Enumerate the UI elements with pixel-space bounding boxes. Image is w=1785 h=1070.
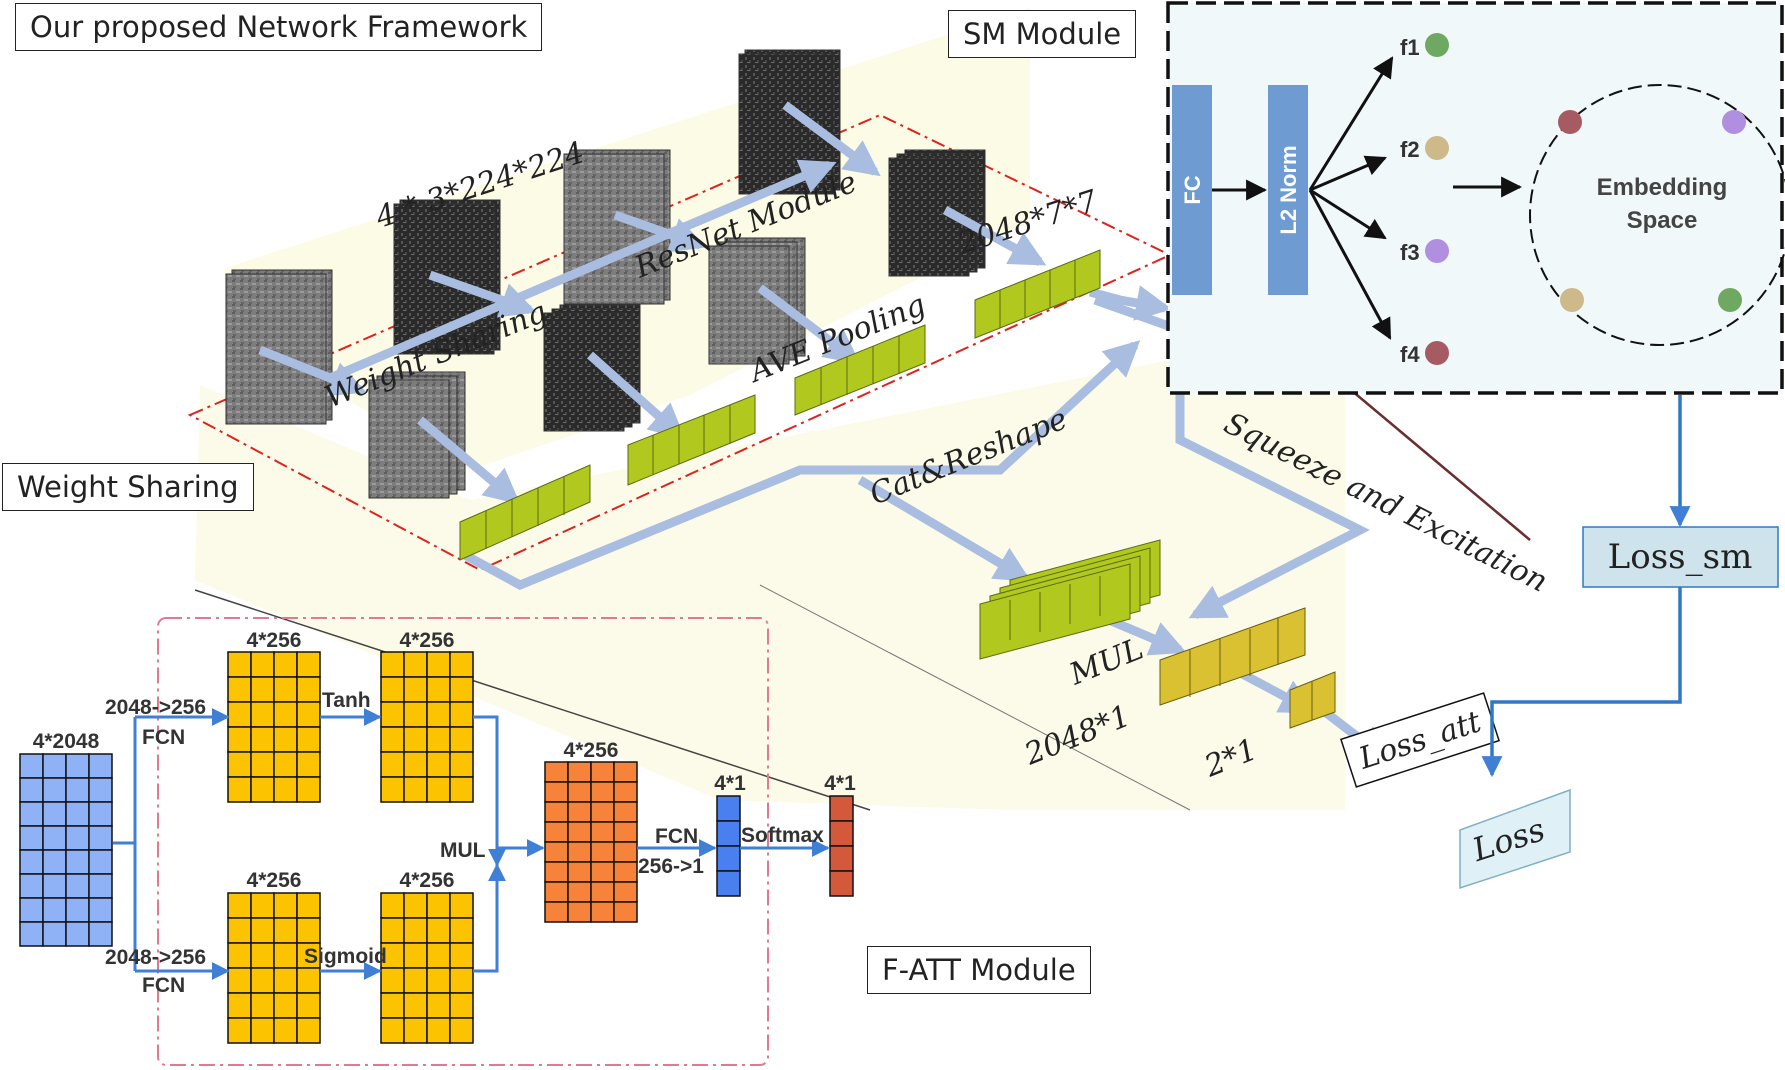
fcn-bottom-line2: FCN xyxy=(142,974,185,997)
embedding-point-2 xyxy=(1722,110,1746,134)
fatt-module-region xyxy=(157,617,769,1066)
pooled-vector-4 xyxy=(974,249,1101,339)
dim-1-logit: 4*1 xyxy=(714,772,746,795)
feature-f1: f1 xyxy=(1400,33,1449,60)
dim-256-bottom-right: 4*256 xyxy=(400,869,455,892)
feature-f3-dot xyxy=(1425,239,1449,263)
embedding-label-line2: Space xyxy=(1627,207,1698,234)
feature-map-stack-2 xyxy=(543,304,641,432)
loss-box: Loss xyxy=(1459,788,1571,890)
embedding-point-3 xyxy=(1560,288,1584,312)
feature-f2: f2 xyxy=(1400,136,1449,162)
fcn-bottom-line1: 2048->256 xyxy=(105,946,206,969)
feature-f4-dot xyxy=(1425,341,1449,365)
fatt-logit-vector xyxy=(716,795,741,897)
vector-2048 xyxy=(1159,607,1306,706)
l2-norm-block xyxy=(1268,85,1308,295)
loss-sm-to-loss-arrow xyxy=(1481,587,1682,778)
fc-label: FC xyxy=(1180,175,1205,204)
dim-256-top-right: 4*256 xyxy=(400,629,455,652)
fc-block xyxy=(1172,85,1212,295)
feature-f2-label: f2 xyxy=(1400,137,1420,162)
fcn-out-line2: 256->1 xyxy=(638,855,704,878)
embedding-label-line1: Embedding xyxy=(1597,174,1728,201)
embedding-point-4 xyxy=(1718,288,1742,312)
framework-title: Our proposed Network Framework xyxy=(15,3,543,51)
fatt-arrows xyxy=(113,708,830,980)
loss-sm-label: Loss_sm xyxy=(1608,537,1753,577)
l2-norm-label: L2 Norm xyxy=(1276,145,1301,234)
pooled-vector-1 xyxy=(459,464,591,561)
embedding-point-1 xyxy=(1558,110,1582,134)
feature-f1-label: f1 xyxy=(1400,35,1420,60)
feature-f2-dot xyxy=(1425,136,1449,160)
fatt-module-title: F-ATT Module xyxy=(867,946,1091,994)
embedding-space-circle xyxy=(1529,84,1785,346)
dim-1-softmax: 4*1 xyxy=(824,772,856,795)
feature-map-stack-4 xyxy=(888,149,986,277)
dim-256-product: 4*256 xyxy=(564,739,619,762)
flow-arrows xyxy=(258,101,1391,763)
weight-sharing-box-label: Weight Sharing xyxy=(2,463,254,511)
mul-label: MUL xyxy=(440,839,486,862)
feature-f4: f4 xyxy=(1400,341,1449,367)
input-image-stack-4 xyxy=(738,49,841,195)
pooled-vector-2 xyxy=(627,394,756,486)
fatt-tanh-output-matrix xyxy=(380,651,474,803)
vector-2 xyxy=(1289,671,1336,729)
loss-att-box: Loss_att xyxy=(1340,692,1500,788)
input-image-stack-1 xyxy=(225,269,333,425)
fatt-product-matrix xyxy=(544,761,638,923)
feature-f3: f3 xyxy=(1400,239,1449,265)
fatt-softmax-vector xyxy=(829,795,854,897)
feature-branches xyxy=(1308,56,1523,340)
softmax-label: Softmax xyxy=(741,824,824,847)
sm-module-title: SM Module xyxy=(948,10,1137,58)
feature-f1-dot xyxy=(1425,33,1449,57)
fatt-sigmoid-output-matrix xyxy=(380,892,474,1044)
se-feature-stack xyxy=(979,539,1161,660)
fatt-grids xyxy=(19,651,854,1044)
dim-256-top-left: 4*256 xyxy=(247,629,302,652)
tanh-label: Tanh xyxy=(322,689,371,712)
fcn-out-line1: FCN xyxy=(655,825,698,848)
pooled-vector-3 xyxy=(794,324,926,416)
fatt-input-matrix xyxy=(19,753,113,947)
feature-f3-label: f3 xyxy=(1400,240,1420,265)
feature-map-stack-1 xyxy=(368,371,466,499)
fcn-top-line2: FCN xyxy=(142,726,185,749)
feature-f4-label: f4 xyxy=(1400,342,1420,367)
fatt-tanh-input-matrix xyxy=(227,651,321,803)
fcn-top-line1: 2048->256 xyxy=(105,696,206,719)
fatt-input-dim-label: 4*2048 xyxy=(33,730,100,753)
fatt-sigmoid-input-matrix xyxy=(227,892,321,1044)
sigmoid-label: Sigmoid xyxy=(304,945,387,968)
dim-256-bottom-left: 4*256 xyxy=(247,869,302,892)
